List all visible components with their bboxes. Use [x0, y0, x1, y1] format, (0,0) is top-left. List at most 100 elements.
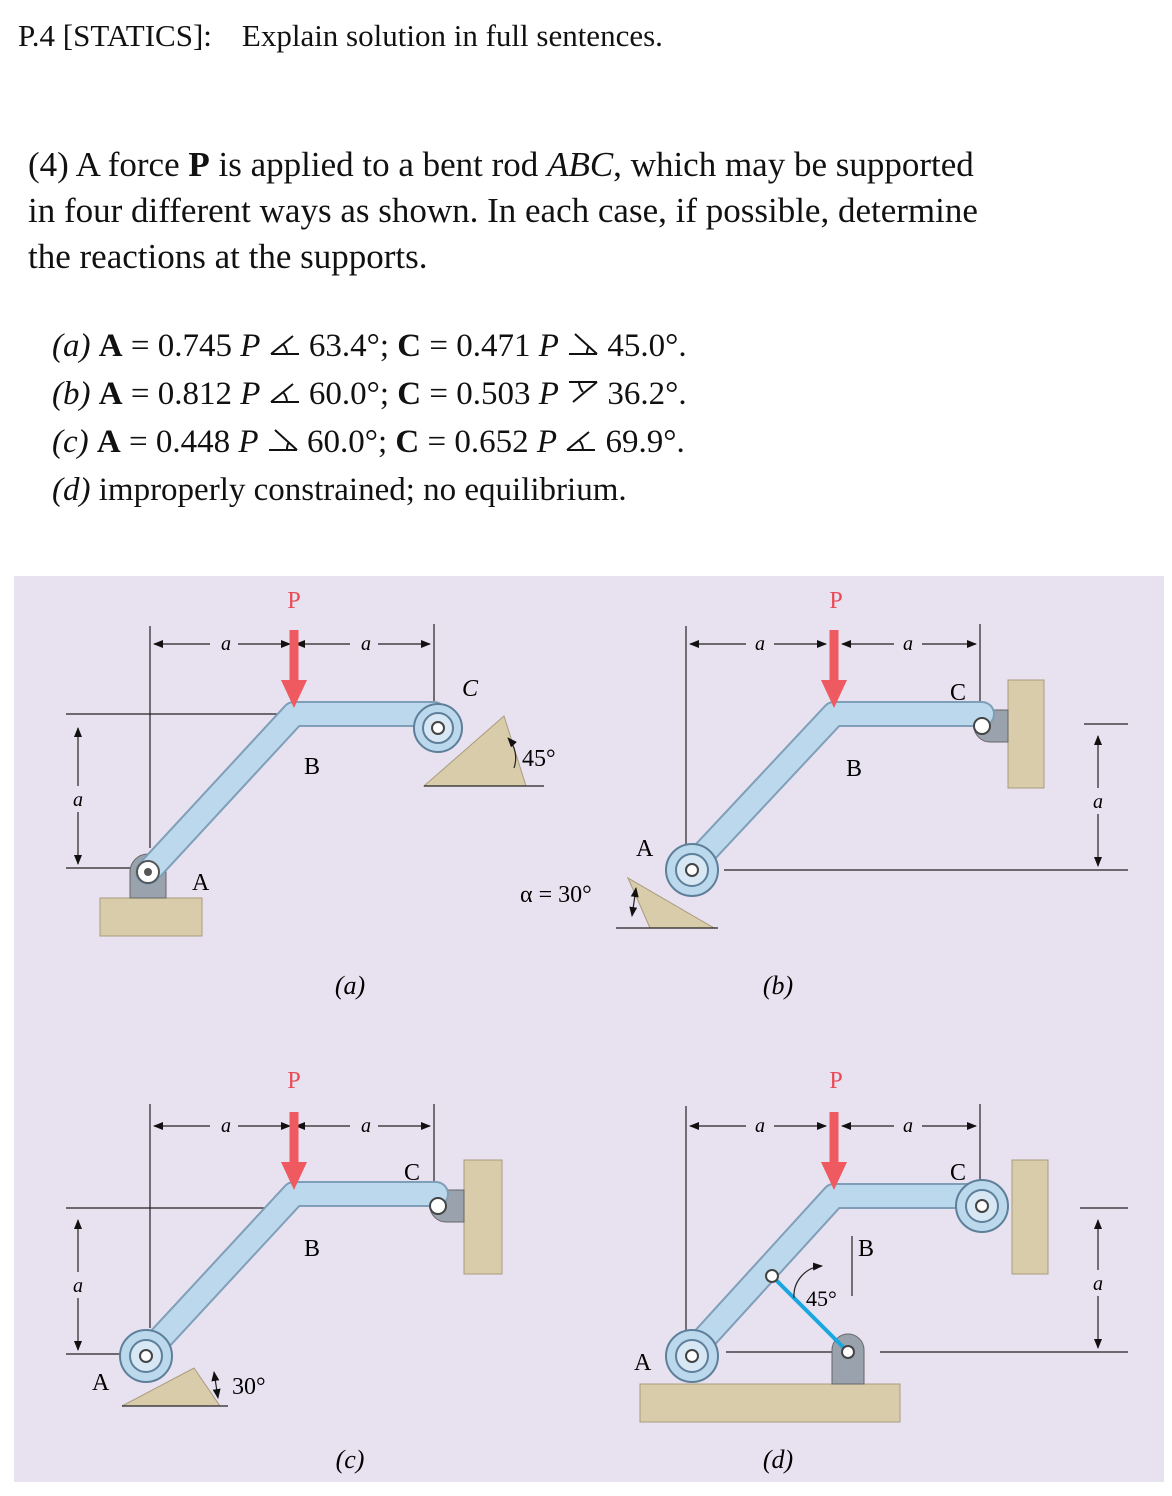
angle-up-icon	[269, 335, 299, 355]
bent-rod	[679, 703, 993, 879]
problem-force: P	[188, 145, 210, 184]
point-label: C	[950, 1160, 966, 1186]
dim-label: a	[755, 633, 765, 655]
answer-a-label: A	[98, 328, 123, 364]
figure-caption: (c)	[336, 1445, 365, 1474]
point-label: A	[192, 870, 210, 896]
bent-rod	[137, 703, 445, 883]
answer-case: (d)	[52, 472, 91, 508]
point-label: A	[636, 836, 654, 862]
answer-line: (b) A = 0.812 P 60.0°; C = 0.503 P 36.2°…	[52, 370, 687, 418]
answer-a-angle: 63.4°;	[308, 328, 389, 364]
wall-support	[1007, 679, 1045, 789]
answer-case: (b)	[52, 376, 91, 412]
angle-label: 30°	[232, 1374, 266, 1400]
answer-c-label: C	[397, 376, 422, 412]
answer-line: (d) improperly constrained; no equilibri…	[52, 466, 687, 514]
figure-panel: a a a P A B C 45° (a)	[14, 576, 1164, 1482]
diagram-b: a a a P A B C α = 30° (b)	[520, 588, 1128, 1000]
figure-caption: (d)	[763, 1445, 793, 1474]
problem-text-1: A force	[75, 145, 180, 184]
support-diagrams: a a a P A B C 45° (a)	[66, 588, 1128, 1474]
angle-up-icon	[566, 431, 596, 451]
answer-list: (a) A = 0.745 P 63.4°; C = 0.471 P 45.0°…	[52, 322, 687, 514]
angle-label: α = 30°	[520, 882, 592, 908]
dim-label: a	[73, 1275, 83, 1297]
answer-case: (a)	[52, 328, 91, 364]
answer-a-label: A	[96, 424, 121, 460]
answer-c-angle: 69.9°.	[605, 424, 685, 460]
dim-label: a	[73, 789, 83, 811]
force-label: P	[829, 1068, 842, 1094]
answer-a-var: P	[240, 328, 261, 364]
dim-label: a	[1093, 791, 1103, 813]
angle-left-down-icon	[569, 381, 598, 403]
diagram-c: a a a P A B C 30° (c)	[66, 1068, 503, 1474]
support-link	[770, 1274, 850, 1354]
answer-c-angle: 36.2°.	[607, 376, 687, 412]
figure-caption: (a)	[335, 971, 365, 1000]
angle-down-icon	[268, 429, 298, 451]
answer-a-var: P	[238, 424, 259, 460]
point-label: B	[304, 1236, 320, 1262]
angle-down-icon	[569, 333, 598, 355]
figure-caption: (b)	[763, 971, 793, 1000]
answer-line: (c) A = 0.448 P 60.0°; C = 0.652 P 69.9°…	[52, 418, 687, 466]
dim-label: a	[361, 633, 371, 655]
dim-label: a	[903, 1115, 913, 1137]
force-label: P	[287, 588, 300, 614]
answer-c-value: = 0.503	[429, 376, 531, 412]
problem-statement: (4) A force P is applied to a bent rod A…	[28, 142, 988, 280]
dim-label: a	[903, 633, 913, 655]
answer-c-angle: 45.0°.	[607, 328, 687, 364]
point-label: B	[846, 756, 862, 782]
dim-label: a	[755, 1115, 765, 1137]
point-label: C	[462, 676, 479, 702]
ground-support	[639, 1383, 901, 1423]
bent-rod	[135, 1183, 447, 1365]
bent-rod	[679, 1185, 993, 1365]
answer-text: improperly constrained; no equilibrium.	[98, 472, 627, 508]
force-label: P	[287, 1068, 300, 1094]
point-label: B	[858, 1236, 874, 1262]
answer-c-label: C	[395, 424, 420, 460]
diagram-a: a a a P A B C 45° (a)	[66, 588, 556, 1000]
problem-text-2: is applied to a bent rod	[218, 145, 539, 184]
problem-header: P.4 [STATICS]: Explain solution in full s…	[18, 18, 663, 54]
wall-support	[1011, 1159, 1049, 1275]
answer-a-var: P	[240, 376, 261, 412]
ground-support	[99, 897, 203, 937]
angle-up-icon	[269, 383, 299, 403]
force-label: P	[829, 588, 842, 614]
point-label: A	[92, 1370, 110, 1396]
angle-label: 45°	[522, 746, 556, 772]
answer-c-value: = 0.471	[429, 328, 531, 364]
diagram-d: a a a P A B C 45°	[634, 1068, 1128, 1474]
problem-instruction: Explain solution in full sentences.	[241, 18, 663, 53]
angle-label: 45°	[806, 1286, 837, 1311]
point-label: C	[404, 1160, 420, 1186]
point-label: C	[950, 680, 966, 706]
answer-a-value: = 0.812	[130, 376, 232, 412]
answer-c-var: P	[536, 424, 558, 460]
dim-label: a	[1093, 1273, 1103, 1295]
answer-c-value: = 0.652	[427, 424, 529, 460]
point-label: A	[634, 1350, 652, 1376]
pin-c	[429, 1197, 447, 1215]
problem-label: P.4 [STATICS]:	[18, 18, 212, 53]
answer-case: (c)	[52, 424, 89, 460]
wall-support	[463, 1159, 503, 1275]
answer-a-angle: 60.0°;	[308, 376, 389, 412]
answer-c-label: C	[397, 328, 422, 364]
answer-a-value: = 0.745	[130, 328, 232, 364]
answer-a-angle: 60.0°;	[307, 424, 388, 460]
answer-c-var: P	[538, 328, 559, 364]
problem-number: (4)	[28, 145, 69, 184]
dim-label: a	[221, 1115, 231, 1137]
problem-text-3: , which may be supported in four differe…	[28, 145, 978, 276]
dim-label: a	[361, 1115, 371, 1137]
point-label: B	[304, 754, 320, 780]
problem-rod: ABC	[547, 145, 614, 184]
dim-label: a	[221, 633, 231, 655]
answer-a-label: A	[98, 376, 123, 412]
